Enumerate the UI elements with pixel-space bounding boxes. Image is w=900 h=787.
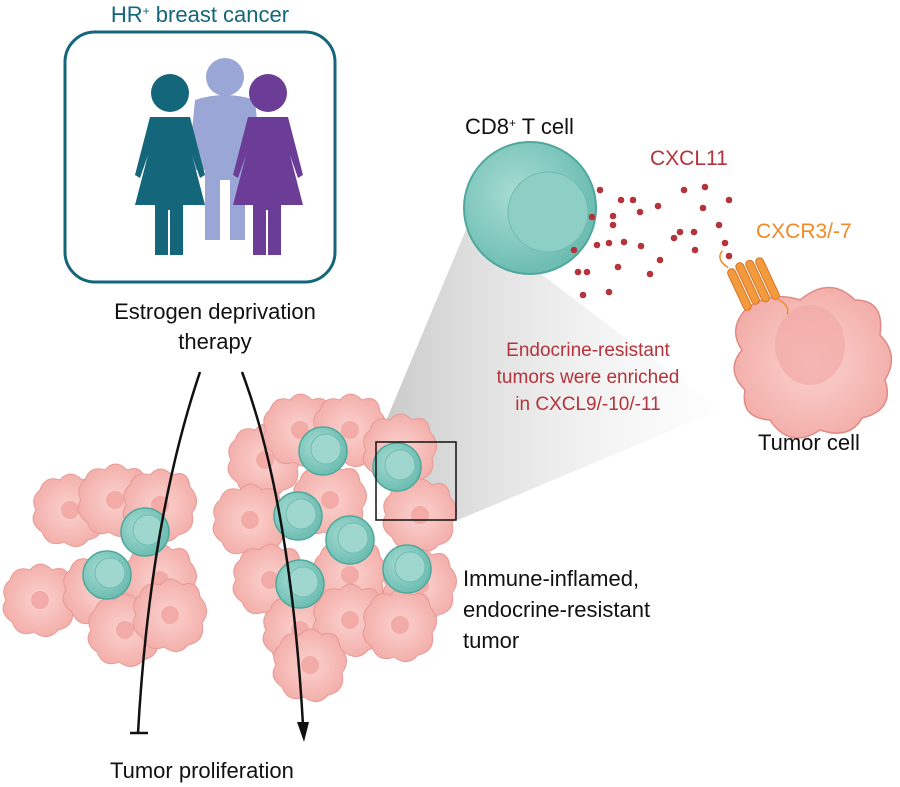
enrichment-line-3: in CXCL9/-10/-11 — [515, 394, 661, 415]
chemokine-dot — [721, 239, 729, 247]
chemokine-dot — [636, 208, 644, 216]
promotion-arrowhead — [297, 722, 309, 742]
chemokine-dot — [620, 238, 628, 246]
chemokine-dot — [617, 196, 625, 204]
therapy-label: Estrogen deprivation therapy — [0, 297, 430, 357]
cd8-rest: T cell — [516, 114, 574, 139]
chemokine-dot — [691, 246, 699, 254]
cxcl11-dots — [570, 183, 733, 299]
cxcr-label: CXCR3/-7 — [756, 220, 852, 243]
chemokine-dot — [699, 204, 707, 212]
chemokine-dot — [715, 221, 723, 229]
chemokine-dot — [614, 263, 622, 271]
tumor-cell-large — [733, 286, 893, 439]
patient-icon-teal — [135, 74, 205, 255]
chemokine-dot — [725, 196, 733, 204]
chemokine-dot — [676, 228, 684, 236]
cd8-label: CD8+ T cell — [465, 114, 574, 140]
chemokine-dot — [701, 183, 709, 191]
chemokine-dot — [654, 202, 662, 210]
cxcl11-label: CXCL11 — [650, 147, 728, 170]
chemokine-dot — [596, 186, 604, 194]
cd8-t-cell — [463, 141, 597, 275]
chemokine-dot — [574, 268, 582, 276]
chemokine-dot — [656, 256, 664, 264]
chemokine-dot — [593, 241, 601, 249]
zoom-box — [375, 441, 457, 521]
chemokine-dot — [629, 196, 637, 204]
promotion-line — [240, 371, 305, 726]
chemokine-dot — [646, 270, 654, 278]
title-main: HR — [110, 2, 143, 27]
enrichment-line-1: Endocrine-resistant — [506, 340, 670, 361]
chemokine-dot — [670, 234, 678, 242]
title-rest: breast cancer — [149, 2, 290, 27]
tumor-cluster-resistant — [212, 393, 458, 703]
chemokine-dot — [570, 246, 578, 254]
cd8-sup: + — [509, 116, 517, 130]
resistant-line-3: tumor — [463, 628, 520, 653]
resistant-line-2: endocrine-resistant — [463, 597, 651, 622]
title-sup: + — [142, 4, 150, 18]
tumor-cell-label: Tumor cell — [758, 430, 860, 455]
chemokine-dot — [725, 252, 733, 260]
cxcr-receptor — [719, 250, 789, 315]
title: HR+ breast cancer — [0, 2, 400, 28]
chemokine-dot — [637, 242, 645, 250]
therapy-line-2: therapy — [178, 329, 252, 354]
resistant-tumor-label: Immune-inflamed, endocrine-resistant tum… — [463, 563, 650, 656]
tumor-cluster-sensitive — [2, 463, 208, 668]
chemokine-dot — [605, 288, 613, 296]
chemokine-dot — [588, 213, 596, 221]
chemokine-dot — [690, 228, 698, 236]
chemokine-dot — [579, 291, 587, 299]
cd8-main: CD8 — [465, 114, 510, 139]
enrichment-text: Endocrine-resistant tumors were enriched… — [458, 337, 718, 418]
chemokine-dot — [609, 221, 617, 229]
chemokine-dot — [609, 212, 617, 220]
chemokine-dot — [605, 239, 613, 247]
inhibition-line — [136, 371, 202, 734]
chemokine-dot — [680, 186, 688, 194]
resistant-line-1: Immune-inflamed, — [463, 566, 640, 591]
outcome-label: Tumor proliferation — [110, 758, 294, 783]
chemokine-dot — [583, 268, 591, 276]
therapy-line-1: Estrogen deprivation — [114, 299, 316, 324]
zoom-beam — [378, 220, 720, 520]
patient-icon-purple — [233, 74, 303, 255]
enrichment-line-2: tumors were enriched — [496, 367, 680, 388]
